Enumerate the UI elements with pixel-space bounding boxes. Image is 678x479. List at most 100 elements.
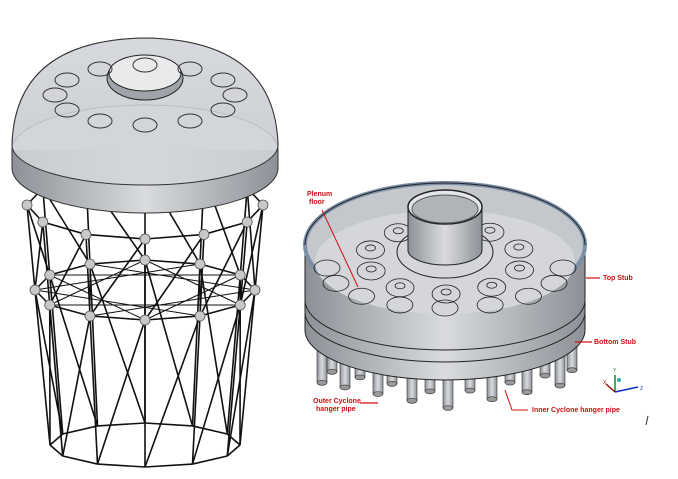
cage-cross-brace	[89, 263, 256, 291]
outer-nozzle	[313, 259, 341, 277]
cage-column	[34, 289, 51, 446]
hanger-pipe-end	[354, 374, 366, 381]
cage-node	[139, 254, 151, 266]
cage-ring-segment	[97, 463, 146, 468]
right-plenum	[303, 181, 587, 381]
floor-nozzle-hole	[486, 281, 498, 289]
floor-nozzle	[431, 284, 461, 304]
outer-nozzle	[540, 274, 568, 292]
cage-node	[84, 258, 96, 270]
floor-nozzle-hole	[513, 243, 525, 251]
cage-brace	[144, 259, 194, 427]
dome-nozzle	[132, 57, 158, 73]
cage-brace	[34, 289, 64, 435]
cage-ring-segment	[199, 304, 241, 317]
hanger-pipe-end	[316, 379, 328, 386]
cage-ring-segment	[49, 444, 64, 457]
hanger-pipe-end	[539, 372, 551, 379]
hanger-pipe-end	[464, 387, 476, 394]
hanger-pipe-end	[339, 384, 351, 391]
cage-node	[37, 216, 49, 228]
hanger-pipe-end	[566, 367, 578, 374]
left-plenum-dome	[11, 37, 279, 214]
outer-nozzle	[348, 287, 375, 305]
cage-ring-segment	[144, 422, 193, 427]
cage-ring-segment	[192, 455, 228, 465]
cage-ring-segment	[42, 221, 87, 236]
cage-ring-segment	[89, 315, 146, 321]
cage-ring-segment	[192, 425, 228, 435]
cage-brace	[42, 187, 91, 265]
cage-ring-segment	[203, 221, 248, 236]
cage-column	[89, 263, 99, 426]
hanger-pipe-end	[424, 388, 436, 395]
cage-ring-segment	[49, 304, 91, 317]
cage-column	[226, 274, 242, 435]
cage-node	[234, 269, 246, 281]
cage-column	[239, 289, 256, 446]
dome-nozzle	[222, 87, 248, 103]
floor-nozzle-hole	[484, 226, 496, 234]
cage-brace	[96, 319, 146, 465]
floor-nozzle	[477, 277, 507, 297]
cage-column	[254, 204, 264, 291]
hanger-pipe-end	[406, 397, 418, 404]
cage-brace	[61, 315, 91, 457]
label-plenum-floor-1: Plenum	[307, 191, 332, 198]
hanger-pipe-end	[372, 391, 384, 397]
cage-node	[257, 199, 269, 211]
cage-ring-segment	[144, 259, 201, 265]
outer-nozzle	[322, 274, 350, 292]
floor-nozzle-hole	[392, 227, 404, 235]
cage-brace	[34, 221, 44, 291]
cage-node	[194, 258, 206, 270]
outer-nozzle	[476, 296, 504, 314]
cage-cross-brace	[144, 274, 241, 321]
cage-ring-segment	[226, 444, 241, 457]
cage-column	[48, 304, 64, 457]
dome-nozzle	[210, 72, 236, 88]
axis-z-label: Z	[640, 386, 643, 392]
cage-column	[191, 315, 201, 465]
floor-nozzle	[356, 261, 386, 281]
cage-ring-segment	[62, 425, 98, 435]
outer-nozzle	[431, 299, 459, 317]
dome-nozzle	[42, 87, 68, 103]
cage-brace	[48, 274, 99, 427]
cage-cross-brace	[89, 289, 256, 317]
cage-ring-segment	[199, 263, 241, 276]
label-top-stub: Top Stub	[603, 275, 633, 282]
axis-x-label: X	[603, 380, 607, 386]
hanger-pipe-end	[326, 368, 338, 375]
cursor-mark	[645, 415, 649, 426]
dome-nozzle	[54, 72, 80, 88]
cage-ring-segment	[144, 463, 193, 468]
cage-cross-brace	[49, 259, 146, 306]
floor-nozzle	[505, 260, 534, 280]
cage-node	[198, 229, 210, 240]
cage-cross-brace	[144, 259, 241, 306]
cage-column	[226, 304, 242, 457]
floor-nozzle-hole	[440, 288, 452, 296]
cage-column	[26, 204, 36, 291]
cage-ring-segment	[62, 455, 98, 465]
cage-brace	[26, 204, 51, 276]
cage-cross-brace	[34, 289, 201, 317]
cage-node	[84, 310, 96, 322]
cage-brace	[144, 315, 201, 468]
floor-nozzle	[504, 239, 534, 259]
cage-node	[241, 216, 253, 228]
cage-column	[42, 187, 51, 276]
label-outer-cyclone-2: hanger pipe	[316, 406, 356, 413]
floor-nozzle-hole	[365, 265, 377, 273]
cage-column	[191, 263, 201, 426]
cage-ring-segment	[144, 233, 205, 240]
cage-brace	[191, 304, 242, 465]
cage-node	[234, 299, 246, 311]
cage-node	[44, 299, 56, 311]
axis-y-label: Y	[613, 368, 617, 374]
floor-nozzle-hole	[514, 264, 525, 272]
floor-nozzle	[356, 240, 385, 260]
dome-nozzle	[210, 102, 236, 118]
